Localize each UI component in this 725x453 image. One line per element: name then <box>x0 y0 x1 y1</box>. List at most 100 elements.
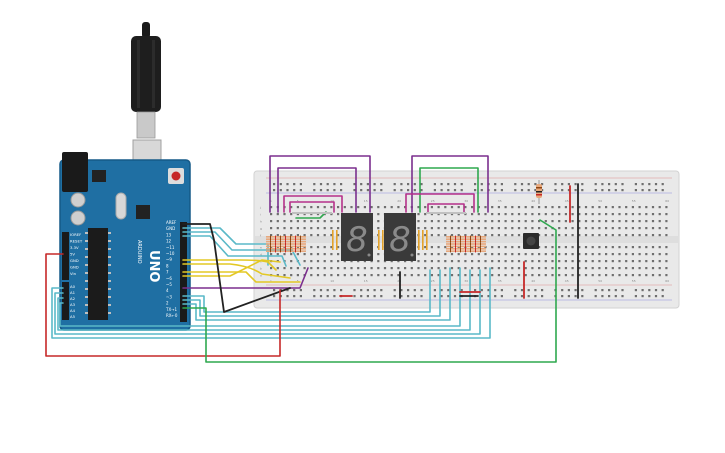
column-number-bottom: 1 <box>270 279 272 283</box>
power-pin-label: RESET <box>70 239 83 244</box>
row-letter: e <box>260 246 262 250</box>
power-pin-label: GND <box>70 258 79 263</box>
wire-black-gnd[interactable] <box>182 223 291 313</box>
column-number-bottom: 60 <box>665 279 669 283</box>
jumper-purple-1[interactable] <box>269 155 371 213</box>
wire-red-5v[interactable] <box>45 253 281 357</box>
column-number-bottom: 50 <box>598 279 602 283</box>
decimal-point <box>367 253 371 257</box>
digital-pin-label: 8 <box>166 263 169 268</box>
power-pin-label: 3.3V <box>70 245 79 250</box>
analog-pin-label: A1 <box>70 290 76 295</box>
display-digit: 8 <box>346 220 368 260</box>
power-rail-lines <box>266 177 672 301</box>
analog-pin-label: A0 <box>70 284 76 289</box>
column-number-bottom: 45 <box>565 279 569 283</box>
digital-pin-label: ~5 <box>166 282 172 287</box>
jumper-magenta-2[interactable] <box>289 201 335 213</box>
digital-pin-label: ~9 <box>166 257 172 262</box>
digital-pin-label: TX→1 <box>165 307 178 312</box>
analog-pin-label: A3 <box>70 302 76 307</box>
digital-pin-label: ~6 <box>166 276 172 281</box>
push-button-icon[interactable] <box>523 233 539 249</box>
usb-cable-icon[interactable] <box>131 22 162 165</box>
digital-pin-label: 4 <box>166 288 169 293</box>
jumper-purple-2[interactable] <box>277 167 357 213</box>
display-digit: 8 <box>389 220 411 260</box>
column-number-bottom: 55 <box>632 279 636 283</box>
board-logo: UNO <box>146 250 161 283</box>
analog-pin-label: A4 <box>70 308 76 313</box>
power-jack <box>62 152 88 192</box>
digital-pin-label: RX←0 <box>166 313 178 318</box>
digital-pin-label: 2 <box>166 301 169 306</box>
seven-segment-display <box>341 213 373 261</box>
column-number-top: 55 <box>632 199 636 203</box>
digital-pin-label: 12 <box>166 239 172 244</box>
column-number-top: 15 <box>364 199 368 203</box>
column-number-top: 10 <box>330 199 334 203</box>
board-brand: ARDUINO <box>136 240 142 264</box>
arduino-board[interactable]: UNO ARDUINO DIGITAL (PWM~) AREFGND1312~1… <box>59 152 196 331</box>
resistor-banks <box>266 212 486 253</box>
row-letter: f <box>260 234 262 238</box>
digital-pin-label: ~11 <box>166 245 175 250</box>
digital-pin-label: 13 <box>166 232 172 237</box>
column-number-bottom: 10 <box>330 279 334 283</box>
analog-pin-label: A2 <box>70 296 76 301</box>
seven-segment-display <box>384 213 416 261</box>
column-number-bottom: 35 <box>498 279 502 283</box>
row-letter: h <box>260 220 262 224</box>
power-header <box>62 232 69 280</box>
wire-green-button[interactable] <box>182 219 557 363</box>
power-pin-label: GND <box>70 265 79 270</box>
column-number-bottom: 5 <box>297 279 299 283</box>
column-number-top: 5 <box>297 199 299 203</box>
wire-purple-low[interactable] <box>182 267 309 289</box>
digital-pin-label: GND <box>166 226 175 231</box>
jumper-magenta-1[interactable] <box>283 195 343 213</box>
row-letter: b <box>260 267 262 271</box>
jumper-green-2[interactable] <box>419 167 479 213</box>
digital-pin-label: ~3 <box>166 294 172 299</box>
microcontroller-chip <box>88 228 108 320</box>
column-number-top: 20 <box>397 199 401 203</box>
analog-header <box>62 282 69 320</box>
jumper-magenta-3[interactable] <box>405 193 475 213</box>
power-pin-label: Vin <box>70 271 77 276</box>
wire-yellow-group[interactable] <box>182 259 301 283</box>
digital-pin-label: AREF <box>166 220 177 225</box>
digital-pin-label: 7 <box>166 270 169 275</box>
column-number-top: 25 <box>431 199 435 203</box>
digital-label: DIGITAL (PWM~) <box>192 260 196 290</box>
column-number-top: 40 <box>531 199 535 203</box>
pull-down-resistor <box>536 180 542 204</box>
decimal-point <box>410 253 414 257</box>
column-number-bottom: 25 <box>431 279 435 283</box>
column-number-bottom: 30 <box>464 279 468 283</box>
row-letter: a <box>260 274 262 278</box>
row-letter: j <box>259 206 261 210</box>
digital-pin-label: ~10 <box>166 251 175 256</box>
column-number-bottom: 40 <box>531 279 535 283</box>
column-number-bottom: 15 <box>364 279 368 283</box>
row-letter: g <box>260 227 262 231</box>
column-number-top: 35 <box>498 199 502 203</box>
column-number-top: 60 <box>665 199 669 203</box>
row-letter: i <box>260 213 261 217</box>
power-pin-label: IOREF <box>70 232 81 237</box>
analog-pin-label: A5 <box>70 314 76 319</box>
column-number-top: 50 <box>598 199 602 203</box>
power-pin-label: 5V <box>70 252 75 257</box>
row-letter: d <box>260 253 262 257</box>
column-number-top: 30 <box>464 199 468 203</box>
column-number-top: 45 <box>565 199 569 203</box>
jumper-magenta-4[interactable] <box>427 203 465 213</box>
jumper-purple-3[interactable] <box>411 155 489 213</box>
column-number-top: 1 <box>270 199 272 203</box>
